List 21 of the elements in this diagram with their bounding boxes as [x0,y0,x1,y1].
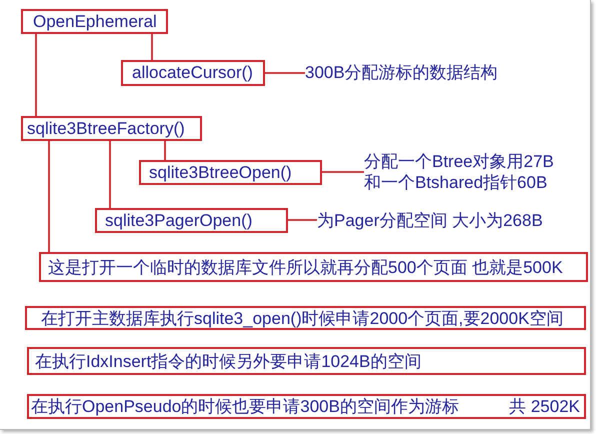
function-box: sqlite3BtreeOpen() [139,160,322,185]
connector-line [322,171,364,173]
total-text: 共 2502K [509,396,580,418]
connector-line [265,72,305,74]
connector-line [164,141,166,160]
connector-line [48,141,50,252]
connector-line [288,219,317,221]
note-text: 在执行OpenPseudo的时候也要申请300B的空间作为游标 [31,396,459,418]
connector-line [151,34,153,60]
function-box: sqlite3BtreeFactory() [21,116,202,141]
annotation-text: 为Pager分配空间 大小为268B [317,210,543,231]
function-box: allocateCursor() [121,60,265,86]
annotation-text: 分配一个Btree对象用27B和一个Btshared指针60B [364,151,555,193]
note-box: 在打开主数据库执行sqlite3_open()时候申请2000个页面,要2000K空间 [25,306,586,330]
function-box: OpenEphemeral [21,9,168,34]
function-box: sqlite3PagerOpen() [95,208,288,233]
annotation-text: 300B分配游标的数据结构 [305,62,498,83]
note-box: 在执行IdxInsert指令的时候另外要申请1024B的空间 [27,347,586,375]
connector-line [109,141,111,208]
note-box: 这是打开一个临时的数据库文件所以就再分配500个页面 也就是500K [39,252,588,282]
connector-line [35,34,37,116]
